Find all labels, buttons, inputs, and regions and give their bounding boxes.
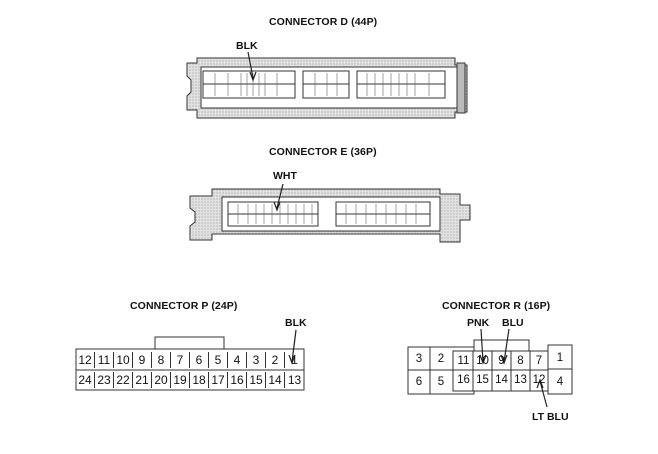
pin-p-19: 19: [171, 372, 190, 388]
pin-r-5: 5: [437, 376, 445, 388]
pin-p-21: 21: [133, 372, 152, 388]
connector-d-title: CONNECTOR D (44P): [269, 16, 378, 28]
pin-r-11: 11: [457, 355, 470, 367]
connector-e-title: CONNECTOR E (36P): [269, 146, 377, 158]
connector-r-lt-blu-label: LT BLU: [532, 411, 569, 423]
pin-p-12: 12: [76, 352, 95, 368]
pin-p-8: 8: [152, 352, 171, 368]
connector-d-blk-label: BLK: [236, 40, 258, 52]
connector-p-top-row: 12 11 10 9 8 7 6 5 4 3 2 1: [76, 352, 304, 370]
pin-p-7: 7: [171, 352, 190, 368]
pin-r-12: 12: [532, 374, 546, 386]
connector-e-wht-label: WHT: [273, 170, 297, 182]
pin-p-20: 20: [152, 372, 171, 388]
connector-p-title: CONNECTOR P (24P): [130, 300, 238, 312]
pin-p-11: 11: [95, 352, 114, 368]
connector-r-pnk-label: PNK: [467, 317, 490, 329]
pin-p-15: 15: [247, 372, 266, 388]
pin-p-10: 10: [114, 352, 133, 368]
pin-p-1: 1: [291, 353, 298, 367]
pin-p-2: 2: [266, 352, 285, 368]
connector-p-blk-label: BLK: [285, 317, 307, 329]
pin-r-1: 1: [556, 352, 564, 364]
pin-r-10: 10: [476, 355, 489, 367]
connector-r-title: CONNECTOR R (16P): [442, 300, 551, 312]
pin-p-4: 4: [228, 352, 247, 368]
pin-p-9: 9: [133, 352, 152, 368]
pin-p-24: 24: [76, 372, 95, 388]
pin-r-15: 15: [476, 374, 489, 386]
pin-r-2: 2: [437, 353, 445, 365]
pin-p-13: 13: [287, 373, 302, 387]
pin-r-6: 6: [415, 376, 423, 388]
pin-p-3: 3: [247, 352, 266, 368]
pin-p-22: 22: [114, 372, 133, 388]
pin-r-16: 16: [457, 374, 470, 386]
pin-p-14: 14: [266, 372, 285, 388]
connector-r-blu-label: BLU: [502, 317, 524, 329]
pin-r-4: 4: [556, 376, 564, 388]
pin-r-3: 3: [415, 353, 423, 365]
connector-p-bottom-row: 24 23 22 21 20 19 18 17 16 15 14 13: [76, 372, 304, 390]
pin-p-16: 16: [228, 372, 247, 388]
pin-r-8: 8: [517, 355, 524, 367]
pin-r-13: 13: [514, 374, 527, 386]
pin-r-9: 9: [498, 355, 505, 367]
pin-p-6: 6: [190, 352, 209, 368]
pin-r-14: 14: [495, 374, 508, 386]
pin-p-5: 5: [209, 352, 228, 368]
pin-r-7: 7: [535, 355, 543, 367]
pin-p-18: 18: [190, 372, 209, 388]
pin-p-23: 23: [95, 372, 114, 388]
pin-p-17: 17: [209, 372, 228, 388]
